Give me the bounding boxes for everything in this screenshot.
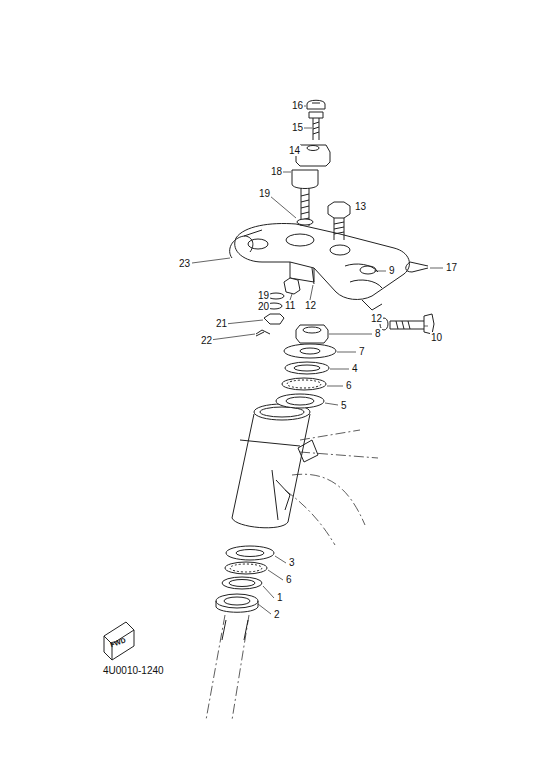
callout-number: 3: [288, 557, 296, 568]
pinch-bolt: [328, 202, 350, 240]
callout-number: 12: [304, 300, 317, 311]
callout-number: 17: [445, 262, 458, 273]
callout-number: 5: [340, 400, 348, 411]
callout-number: 16: [291, 100, 304, 111]
callout-number: 19: [257, 290, 270, 301]
callout-number: 1: [276, 592, 284, 603]
wire-guide: [230, 230, 262, 258]
lower-bearings: [216, 546, 274, 612]
nut-bolt: [284, 268, 434, 334]
callout-number: 6: [345, 380, 353, 391]
head-pipe: [232, 404, 310, 528]
callout-number: 15: [291, 122, 304, 133]
fwd-icon: [104, 622, 134, 660]
callout-number: 8: [374, 328, 382, 339]
steering-stem: [206, 615, 249, 720]
callout-number: 9: [388, 265, 396, 276]
upper-bearings: [276, 325, 336, 408]
callout-number: 23: [178, 258, 191, 269]
callout-number: 10: [430, 332, 443, 343]
leader-lines: [192, 106, 443, 614]
callout-number: 6: [285, 574, 293, 585]
callout-number: 20: [257, 301, 270, 312]
clip: [406, 262, 428, 272]
upper-bracket: [235, 224, 410, 310]
callout-number: 18: [270, 166, 283, 177]
callout-number: 22: [200, 335, 213, 346]
handlebar-holder: [292, 100, 330, 226]
callout-number: 11: [284, 300, 296, 311]
callout-number: 7: [358, 346, 366, 357]
callout-number: 14: [288, 145, 301, 156]
callout-number: 19: [258, 188, 271, 199]
callout-number: 4: [351, 363, 359, 374]
callout-number: 13: [354, 201, 367, 212]
callout-number: 12: [370, 313, 383, 324]
callout-number: 21: [215, 318, 228, 329]
drawing-code: 4U0010-1240: [102, 665, 165, 676]
frame: [272, 430, 378, 545]
callout-number: 2: [273, 609, 281, 620]
